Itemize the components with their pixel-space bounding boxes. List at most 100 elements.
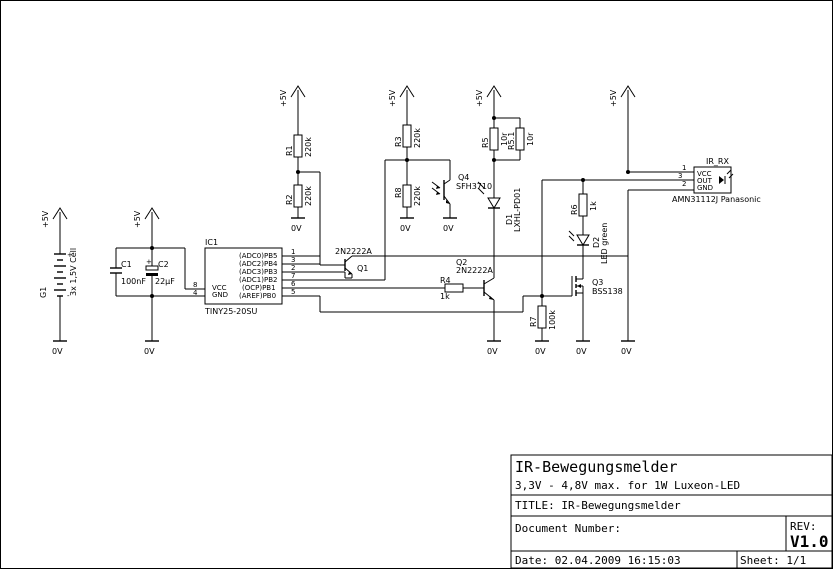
svg-text:1k: 1k bbox=[440, 292, 450, 301]
svg-text:3: 3 bbox=[291, 256, 295, 264]
svg-text:IC1: IC1 bbox=[205, 238, 218, 247]
vcc-symbol-caps: +5V bbox=[133, 207, 160, 248]
svg-text:5: 5 bbox=[291, 288, 295, 296]
gnd-symbol-r8: 0V bbox=[400, 207, 414, 233]
capacitors: C1 100nF + C2 22µF bbox=[110, 246, 205, 298]
svg-text:4: 4 bbox=[193, 289, 198, 297]
ic1-pin-pb4: (ADC2)PB4 bbox=[239, 260, 278, 268]
battery-g1: + - G1 3x 1,5V Cell bbox=[39, 248, 78, 300]
battery-ref: G1 bbox=[39, 287, 48, 298]
gnd-symbol-q2: 0V bbox=[487, 300, 501, 356]
title-subtitle: 3,3V - 4,8V max. for 1W Luxeon-LED bbox=[515, 479, 740, 492]
ic1-attiny25: IC1 TINY25-20SU VCC GND 8 4 (ADC0)PB5 (A… bbox=[193, 238, 445, 316]
svg-text:R1: R1 bbox=[285, 145, 294, 156]
sheet: Sheet: 1/1 bbox=[740, 554, 806, 567]
svg-text:1k: 1k bbox=[589, 201, 598, 211]
svg-text:1: 1 bbox=[291, 248, 295, 256]
transistor-q2: Q2 2N2222A bbox=[456, 258, 495, 301]
svg-text:R6: R6 bbox=[570, 204, 579, 215]
svg-text:10r: 10r bbox=[500, 132, 509, 146]
svg-text:+5V: +5V bbox=[41, 210, 50, 228]
svg-text:D1: D1 bbox=[505, 214, 514, 225]
svg-text:R7: R7 bbox=[529, 316, 538, 327]
svg-text:R8: R8 bbox=[394, 187, 403, 198]
mosfet-q3: Q3 BSS138 bbox=[571, 274, 623, 297]
svg-text:+5V: +5V bbox=[279, 89, 288, 107]
svg-text:SFH3710: SFH3710 bbox=[456, 182, 492, 191]
gnd-symbol-battery: 0V bbox=[52, 296, 67, 356]
svg-text:LED green: LED green bbox=[600, 223, 609, 264]
vcc-symbol-ir: +5V bbox=[609, 85, 636, 172]
led-d1: D1 LXHL-PD01 bbox=[477, 181, 522, 232]
svg-text:0V: 0V bbox=[621, 347, 632, 356]
gnd-symbol-r7: 0V bbox=[535, 328, 549, 356]
resistor-r5-1: R5.1 10r bbox=[507, 127, 535, 151]
svg-text:0V: 0V bbox=[576, 347, 587, 356]
date: Date: 02.04.2009 16:15:03 bbox=[515, 554, 681, 567]
svg-text:1: 1 bbox=[682, 164, 686, 172]
svg-text:BSS138: BSS138 bbox=[592, 287, 623, 296]
ic1-pin-pb2: (ADC1)PB2 bbox=[239, 276, 277, 284]
svg-text:7: 7 bbox=[291, 272, 295, 280]
svg-text:6: 6 bbox=[291, 280, 296, 288]
ir-receiver-amn31112j: IR_RX AMN31112J Panasonic VCC OUT GND 1 … bbox=[672, 157, 761, 204]
svg-text:+5V: +5V bbox=[609, 89, 618, 107]
gnd-symbol-q3: 0V bbox=[576, 297, 590, 356]
ic1-pin-pb0: (AREF)PB0 bbox=[239, 292, 276, 300]
svg-text:TINY25-20SU: TINY25-20SU bbox=[204, 307, 257, 316]
svg-text:OUT: OUT bbox=[697, 177, 713, 185]
resistor-r5: R5 10r bbox=[481, 127, 509, 151]
doc-number: Document Number: bbox=[515, 522, 621, 535]
svg-text:Q1: Q1 bbox=[357, 264, 368, 273]
svg-text:Q4: Q4 bbox=[458, 173, 469, 182]
svg-text:0V: 0V bbox=[487, 347, 498, 356]
svg-text:-: - bbox=[67, 292, 70, 300]
svg-text:AMN31112J Panasonic: AMN31112J Panasonic bbox=[672, 195, 761, 204]
gnd-symbol-r2: 0V bbox=[291, 207, 305, 233]
svg-text:8: 8 bbox=[193, 281, 197, 289]
svg-text:220k: 220k bbox=[413, 186, 422, 206]
svg-text:0V: 0V bbox=[400, 224, 411, 233]
svg-text:+5V: +5V bbox=[475, 89, 484, 107]
svg-text:R5: R5 bbox=[481, 137, 490, 148]
svg-text:R3: R3 bbox=[394, 136, 403, 147]
vcc-symbol-r5: +5V bbox=[475, 85, 502, 118]
svg-text:R5.1: R5.1 bbox=[507, 132, 516, 150]
svg-text:C1: C1 bbox=[121, 260, 132, 269]
title-line: TITLE: IR-Bewegungsmelder bbox=[515, 499, 681, 512]
svg-text:GND: GND bbox=[697, 184, 713, 192]
resistor-r1: R1 220k bbox=[285, 134, 313, 158]
svg-text:2N2222A: 2N2222A bbox=[335, 247, 372, 256]
led-d2: D2 LED green bbox=[568, 223, 609, 264]
resistor-r2: R2 220k bbox=[285, 184, 313, 208]
resistor-r8: R8 220k bbox=[394, 184, 422, 208]
svg-text:0V: 0V bbox=[535, 347, 546, 356]
svg-text:D2: D2 bbox=[592, 237, 601, 248]
rev-label: REV: bbox=[790, 520, 817, 533]
svg-text:220k: 220k bbox=[304, 186, 313, 206]
svg-text:+: + bbox=[146, 258, 152, 266]
svg-text:100k: 100k bbox=[548, 310, 557, 330]
vcc-symbol-battery: +5V bbox=[41, 207, 68, 254]
ic1-pin-pb3: (ADC3)PB3 bbox=[239, 268, 277, 276]
svg-text:R4: R4 bbox=[440, 276, 451, 285]
svg-text:0V: 0V bbox=[291, 224, 302, 233]
svg-text:2N2222A: 2N2222A bbox=[456, 266, 493, 275]
svg-text:2: 2 bbox=[291, 264, 295, 272]
svg-text:+5V: +5V bbox=[388, 89, 397, 107]
svg-text:0V: 0V bbox=[52, 347, 63, 356]
svg-text:22µF: 22µF bbox=[155, 277, 175, 286]
transistor-q1: 2N2222A Q1 bbox=[335, 247, 372, 275]
title-block: IR-Bewegungsmelder 3,3V - 4,8V max. for … bbox=[510, 454, 833, 569]
gnd-symbol-caps: 0V bbox=[144, 296, 159, 356]
svg-text:VCC: VCC bbox=[697, 170, 712, 178]
ic1-pin-pb5: (ADC0)PB5 bbox=[239, 252, 277, 260]
vcc-symbol-r3: +5V bbox=[388, 85, 415, 125]
svg-text:GND: GND bbox=[212, 291, 228, 299]
svg-text:Q3: Q3 bbox=[592, 278, 603, 287]
battery-value: 3x 1,5V Cell bbox=[69, 248, 78, 296]
svg-text:C2: C2 bbox=[158, 260, 169, 269]
ic1-pin-pb1: (OCP)PB1 bbox=[242, 284, 276, 292]
resistor-r7: R7 100k bbox=[529, 305, 557, 330]
